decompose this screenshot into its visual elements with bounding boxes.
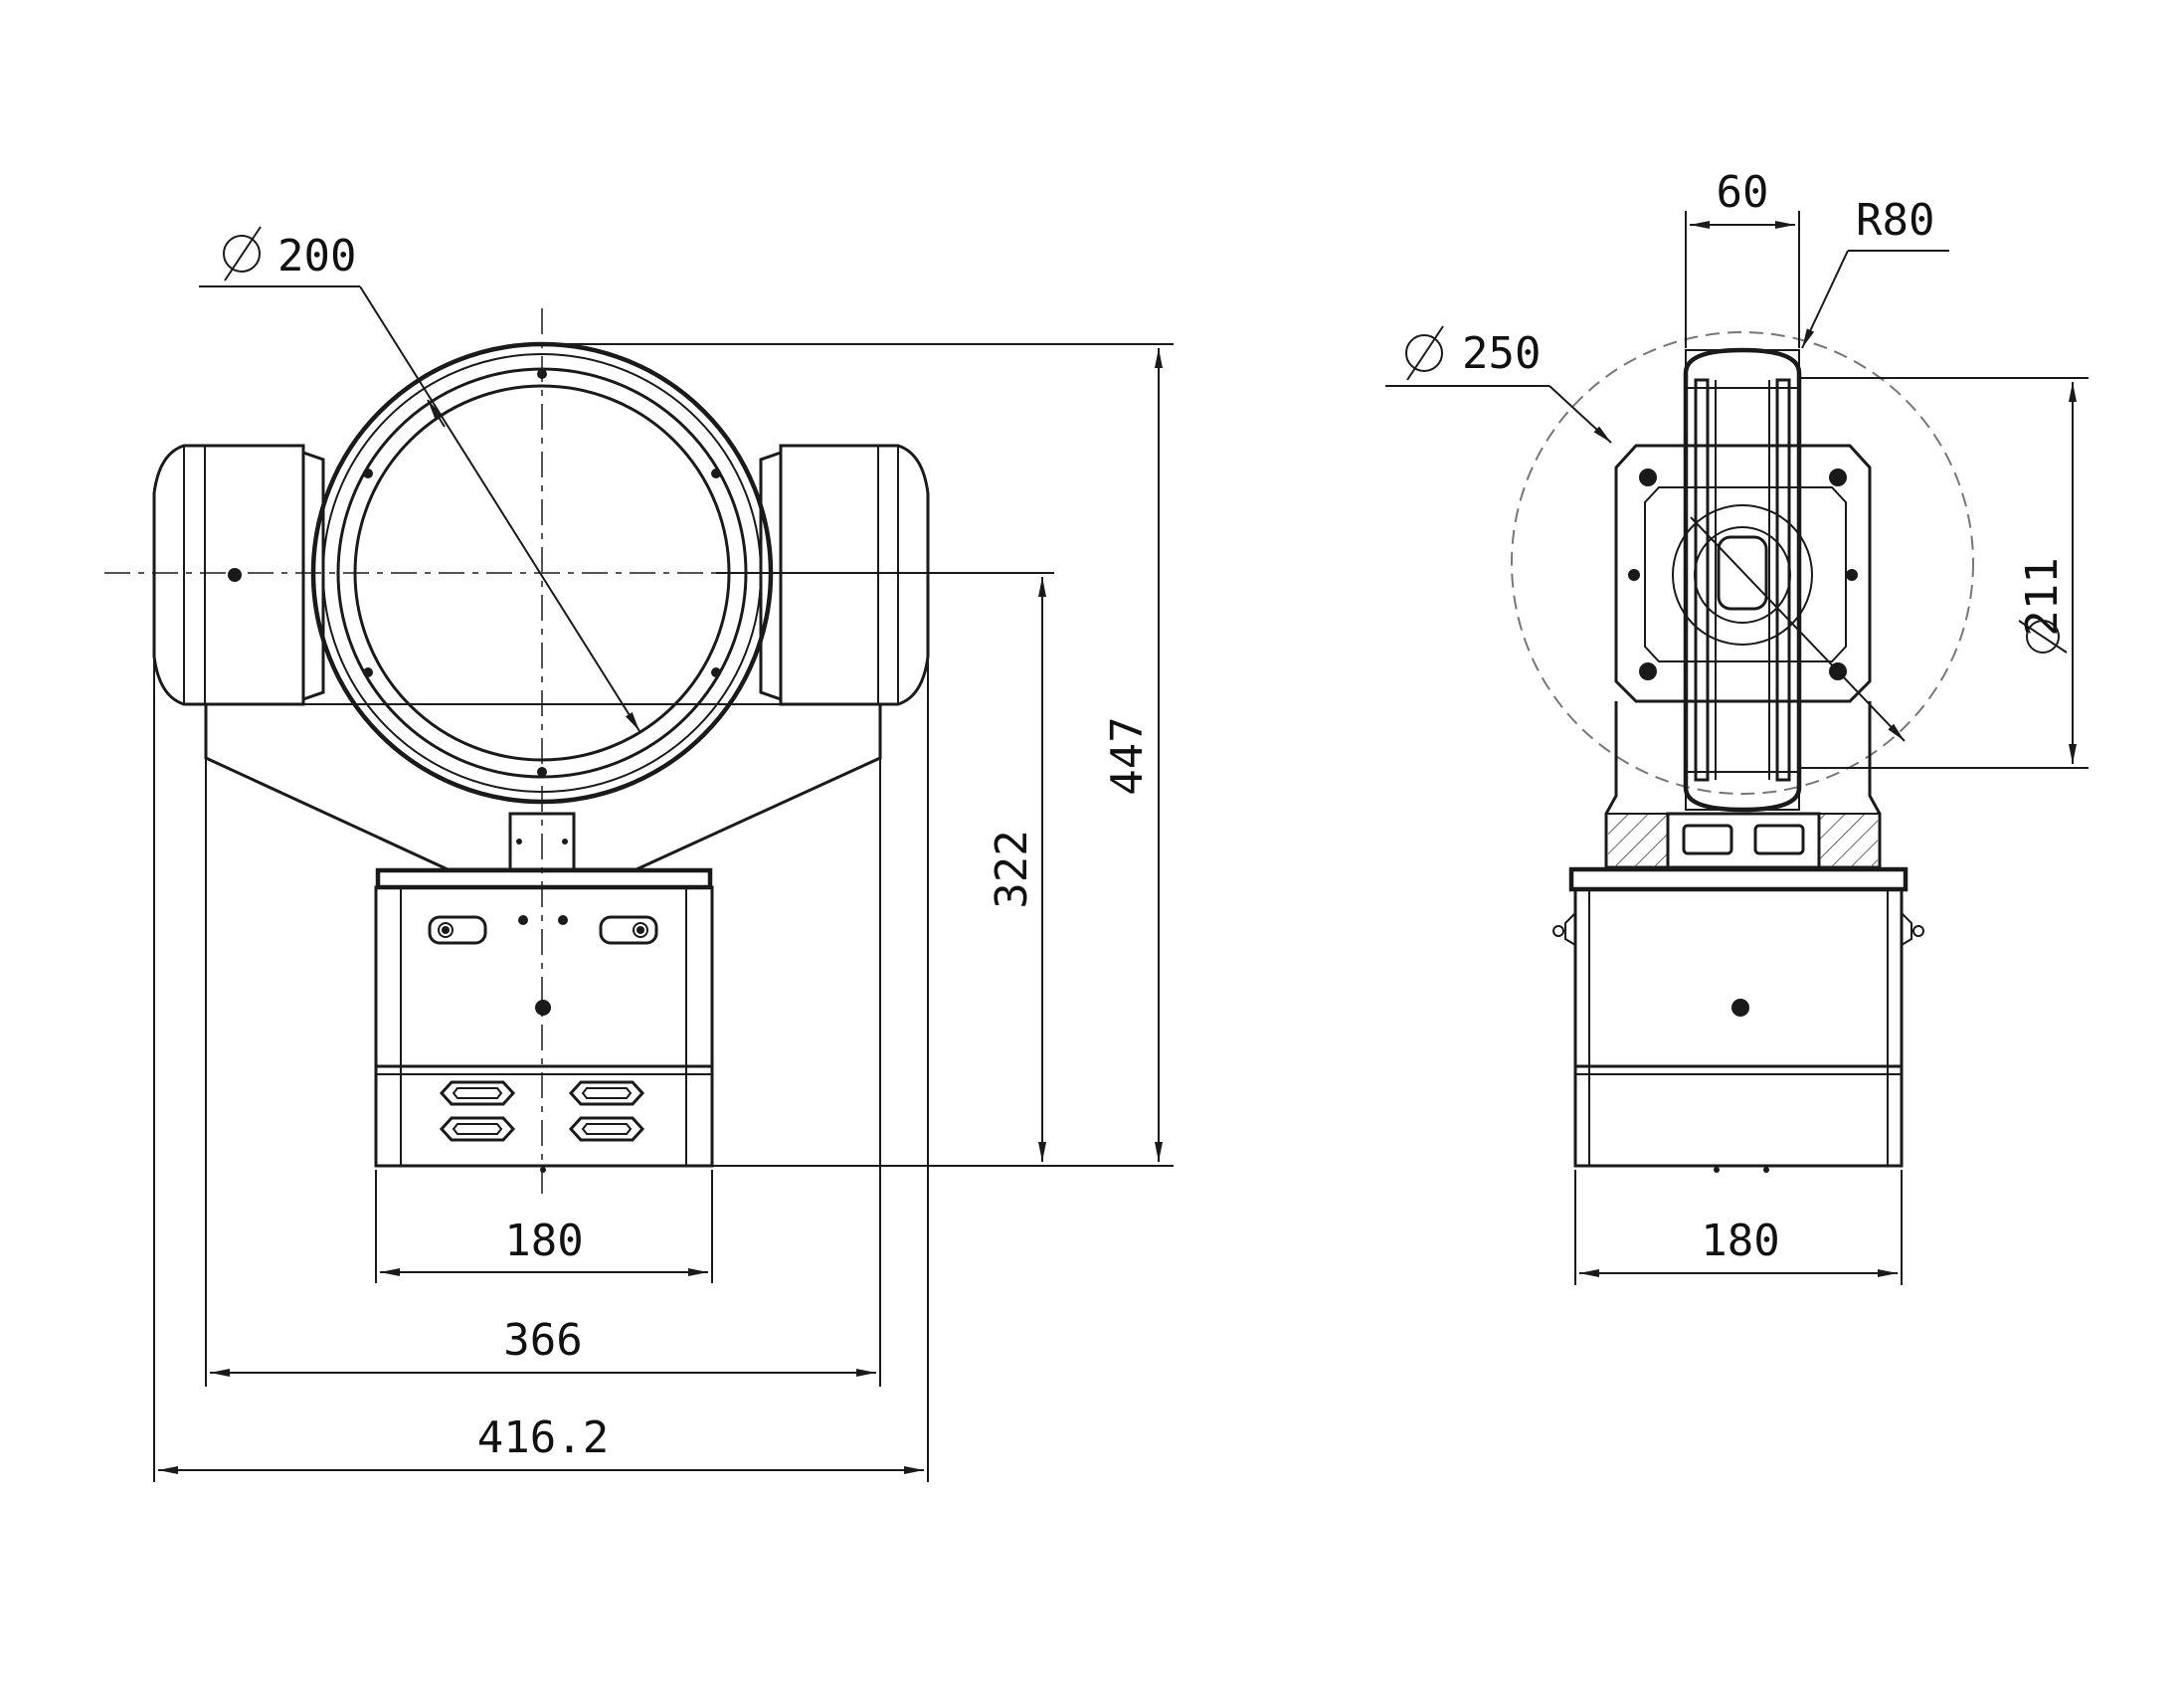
bracket-width-label: 366: [503, 1315, 582, 1366]
dimension-overall-width: 416.2: [153, 497, 929, 1482]
dimension-overall-height: 447: [542, 343, 1174, 1167]
axis-height-label: 322: [987, 830, 1037, 908]
lens-ring-screws: [363, 369, 721, 777]
dimension-side-base-width: 180: [1574, 1170, 1903, 1285]
diameter-symbol: [223, 235, 261, 273]
overall-width-label: 416.2: [477, 1412, 609, 1463]
dimension-bracket-width: 366: [205, 704, 881, 1387]
rim-radius-label: R80: [1856, 195, 1934, 246]
dimension-sweep-diameter: 250: [1385, 325, 1906, 742]
side-wheel: [1683, 347, 1802, 813]
side-lower-body: [1604, 701, 1882, 869]
left-side-pod: [152, 444, 325, 706]
sweep-diameter-label: 250: [1462, 328, 1541, 379]
diameter-symbol: [2026, 620, 2060, 654]
side-view: 60 R80 250 211: [1385, 167, 2089, 1285]
window-diameter-label: 211: [2017, 557, 2068, 636]
dimension-lens-diameter: 200: [199, 226, 640, 732]
lens-diameter-label: 200: [277, 231, 356, 282]
base-box: [374, 867, 714, 1173]
overall-height-label: 447: [1102, 716, 1153, 795]
dimension-rim-radius: R80: [1801, 195, 1949, 349]
sweep-circle: [1511, 331, 1974, 795]
side-base-width-label: 180: [1701, 1216, 1779, 1266]
right-side-pod: [759, 444, 930, 706]
base-top-plate: [375, 867, 713, 890]
connector-ports: [439, 1080, 645, 1142]
dimension-wheel-thickness: 60: [1685, 167, 1800, 348]
side-base-box: [1552, 866, 1924, 1173]
dimension-window-diameter: 211: [1799, 377, 2089, 769]
front-base-width-label: 180: [504, 1216, 583, 1266]
diameter-symbol: [1405, 334, 1443, 372]
pod-screw-hole: [228, 568, 242, 582]
wheel-thickness-label: 60: [1717, 167, 1769, 218]
dimension-axis-height: 322: [712, 572, 1054, 1167]
side-housing: [1614, 444, 1872, 703]
front-view: 200 180 366 416.2 322: [104, 226, 1174, 1482]
dimension-front-base-width: 180: [375, 1170, 713, 1283]
